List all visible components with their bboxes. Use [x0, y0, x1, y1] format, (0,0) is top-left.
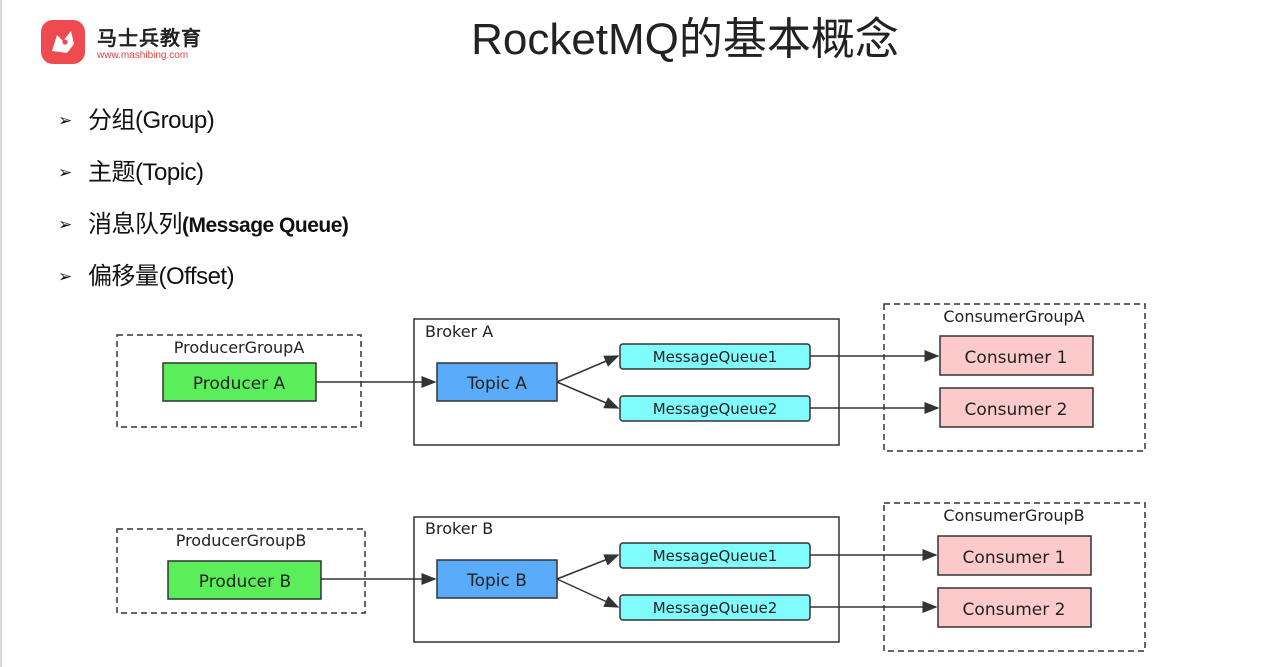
- consumer-a1-label: Consumer 1: [965, 348, 1068, 368]
- message-queue-a2-label: MessageQueue2: [653, 400, 778, 418]
- consumer-group-a-label: ConsumerGroupA: [943, 307, 1084, 326]
- consumer-a1-node: [939, 335, 1094, 376]
- concept-item-offset: ➢ 偏移量(Offset): [58, 259, 348, 311]
- consumer-group-a-box: [883, 303, 1146, 452]
- message-queue-a1-label: MessageQueue1: [653, 348, 778, 366]
- edge-topic-a-to-queue-1: [556, 355, 620, 383]
- concept-label: 消息队列: [88, 211, 183, 238]
- broker-b-label: Broker B: [425, 519, 493, 538]
- consumer-a2-label: Consumer 2: [965, 400, 1068, 420]
- producer-group-a-label: ProducerGroupA: [174, 338, 305, 357]
- row-b: ProducerGroupB Producer B Broker B Topic…: [116, 502, 1146, 652]
- row-a: ProducerGroupA Producer A Broker A Topic…: [116, 303, 1146, 452]
- topic-b-node: [436, 559, 558, 599]
- concept-label: 偏移量: [88, 263, 159, 290]
- bullet-arrow-icon: ➢: [58, 267, 72, 286]
- concept-term: (Group): [135, 107, 215, 134]
- consumer-group-b-box: [883, 502, 1146, 652]
- slide-title: RocketMQ的基本概念: [471, 15, 899, 64]
- consumer-b2-label: Consumer 2: [963, 600, 1066, 620]
- producer-group-b-label: ProducerGroupB: [176, 531, 307, 550]
- concept-item-topic: ➢ 主题(Topic): [58, 155, 348, 207]
- broker-a-label: Broker A: [425, 322, 493, 341]
- topic-a-label: Topic A: [466, 374, 527, 394]
- concept-list: ➢ 分组(Group) ➢ 主题(Topic) ➢ 消息队列(Message Queu…: [58, 103, 349, 311]
- bullet-arrow-icon: ➢: [58, 111, 72, 130]
- producer-group-b-box: [116, 528, 366, 614]
- producer-b-node: [167, 560, 322, 600]
- producer-a-label: Producer A: [193, 374, 286, 394]
- bullet-arrow-icon: ➢: [58, 163, 72, 182]
- edge-topic-b-to-queue-1: [556, 554, 620, 580]
- concept-item-group: ➢ 分组(Group): [58, 103, 348, 155]
- concept-label: 分组: [88, 107, 136, 134]
- producer-b-label: Producer B: [199, 572, 291, 592]
- message-queue-b1-label: MessageQueue1: [653, 547, 778, 565]
- consumer-group-b-label: ConsumerGroupB: [943, 506, 1084, 525]
- consumer-b2-node: [937, 587, 1092, 628]
- consumer-a2-node: [939, 387, 1094, 428]
- brand-name: 马士兵教育: [97, 26, 202, 50]
- concept-term: (Topic): [135, 159, 204, 186]
- brand-url: www.mashibing.com: [97, 50, 189, 61]
- consumer-b1-node: [937, 535, 1092, 576]
- topic-b-label: Topic B: [466, 571, 527, 591]
- consumer-b1-label: Consumer 1: [963, 548, 1066, 568]
- message-queue-b2-label: MessageQueue2: [653, 599, 778, 617]
- edge-topic-b-to-queue-2: [556, 578, 620, 608]
- concept-item-message-queue: ➢ 消息队列(Message Queue): [58, 207, 349, 259]
- producer-group-a-box: [116, 334, 362, 428]
- brand-logo: 马士兵教育 www.mashibing.com: [41, 20, 201, 66]
- fox-logo-icon: [41, 20, 85, 64]
- concept-term: (Offset): [158, 263, 235, 290]
- edge-topic-a-to-queue-2: [556, 381, 620, 409]
- concept-label: 主题: [88, 159, 136, 186]
- concept-term: (Message Queue): [182, 214, 349, 237]
- slide-left-border: [0, 0, 2, 667]
- bullet-arrow-icon: ➢: [58, 215, 72, 234]
- rocketmq-topology-diagram: ProducerGroupA Producer A Broker A Topic…: [116, 303, 1146, 652]
